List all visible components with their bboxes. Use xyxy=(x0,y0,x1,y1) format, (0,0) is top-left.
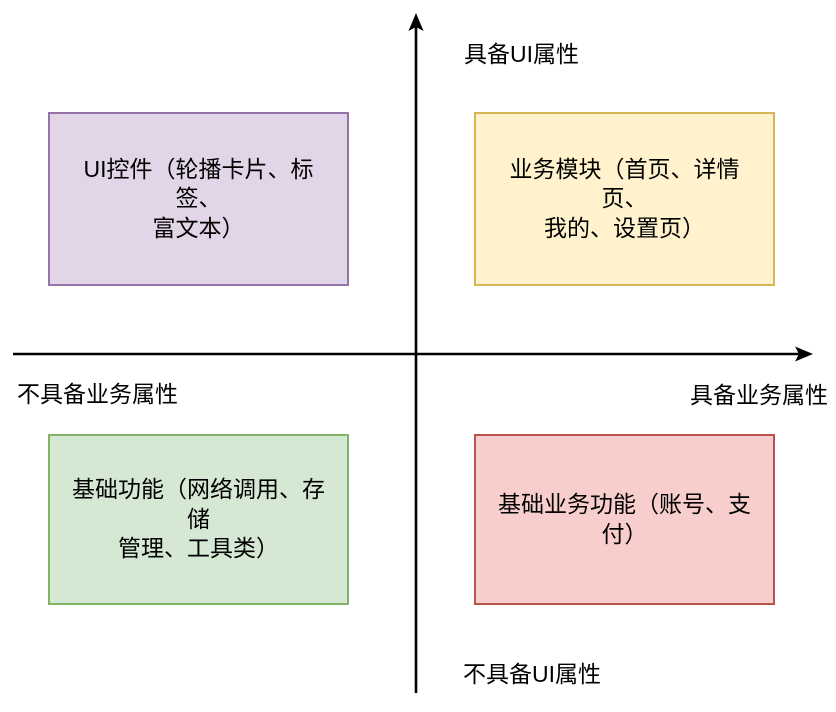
quadrant-basic-functions-label: 基础功能（网络调用、存储 管理、工具类） xyxy=(72,476,325,562)
quadrant-ui-controls-label: UI控件（轮播卡片、标签、 富文本） xyxy=(83,155,314,241)
axis-label-no-ui: 不具备UI属性 xyxy=(463,661,601,687)
horizontal-axis-arrowhead xyxy=(795,346,813,362)
axis-label-has-business: 具备业务属性 xyxy=(690,382,828,408)
quadrant-basic-business-functions: 基础业务功能（账号、支 付） xyxy=(474,434,775,605)
quadrant-business-modules-label: 业务模块（首页、详情页、 我的、设置页） xyxy=(509,155,740,241)
quadrant-basic-business-functions-label: 基础业务功能（账号、支 付） xyxy=(498,491,751,547)
axis-label-has-ui: 具备UI属性 xyxy=(464,41,579,67)
vertical-axis-arrowhead xyxy=(408,13,424,31)
quadrant-basic-functions: 基础功能（网络调用、存储 管理、工具类） xyxy=(48,434,349,605)
axis-label-no-business: 不具备业务属性 xyxy=(17,381,178,407)
quadrant-business-modules: 业务模块（首页、详情页、 我的、设置页） xyxy=(474,112,775,286)
quadrant-ui-controls: UI控件（轮播卡片、标签、 富文本） xyxy=(48,112,349,286)
